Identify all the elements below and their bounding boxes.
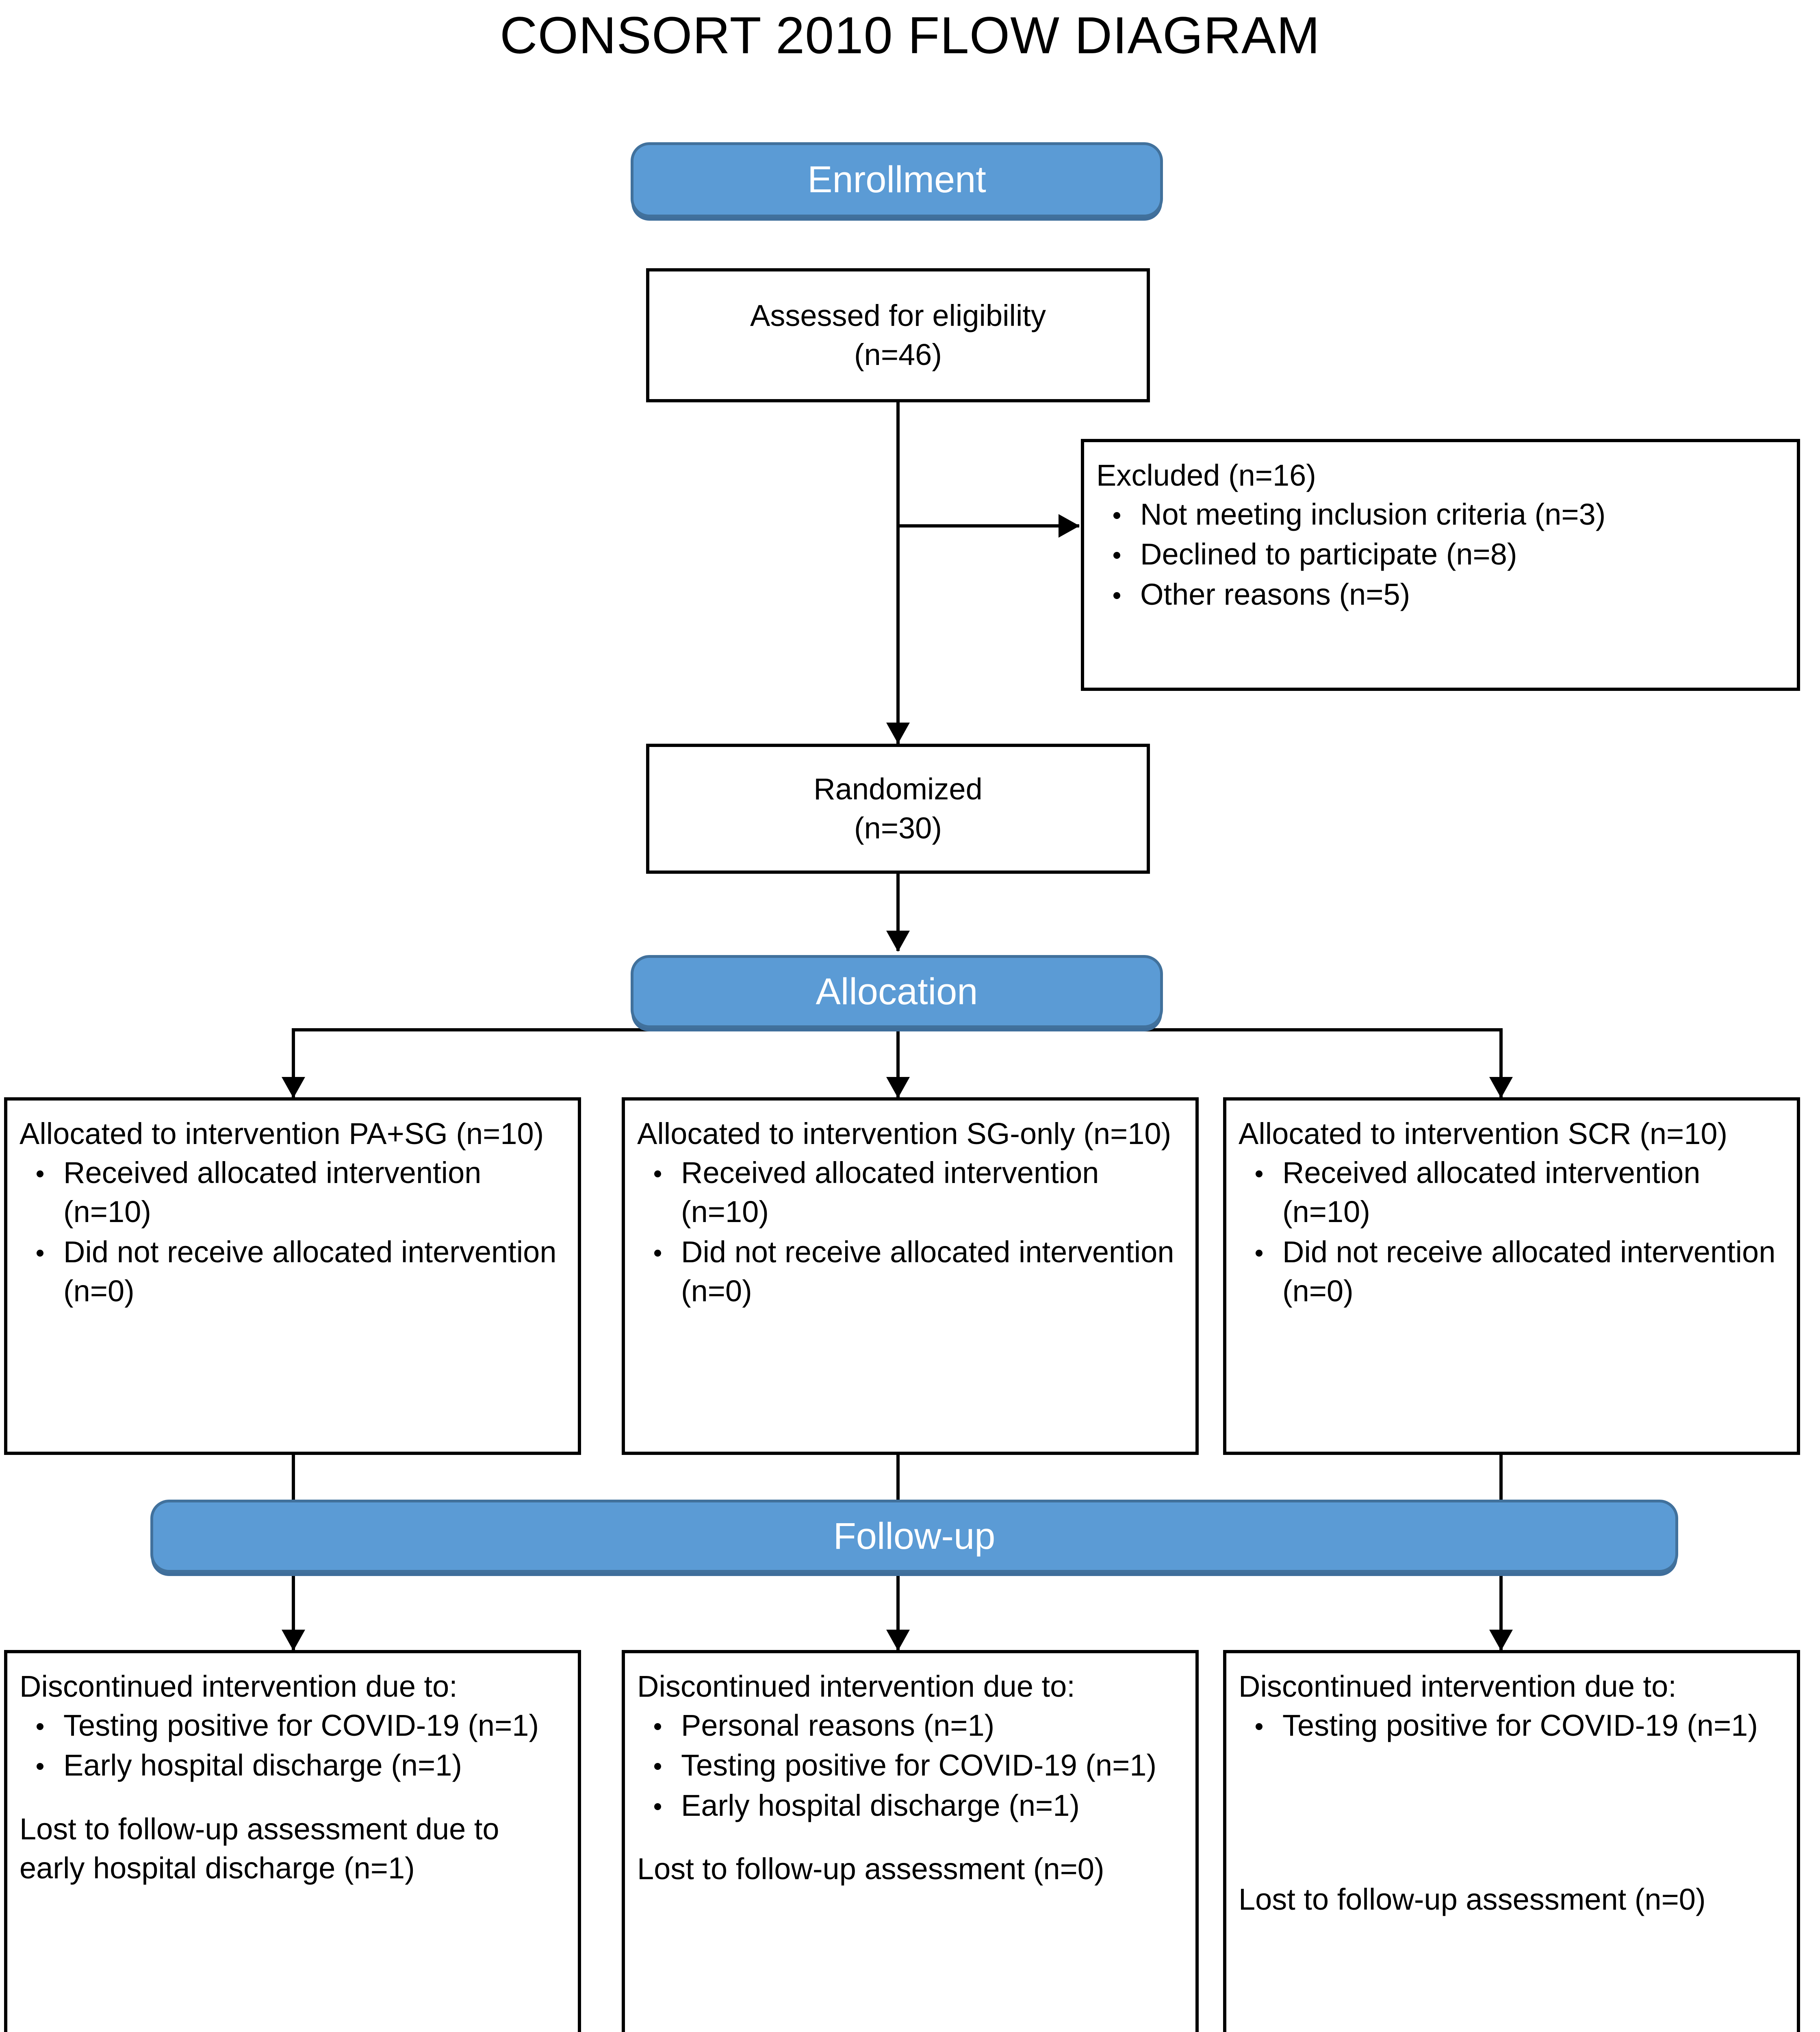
arrow-followup-right (1489, 1630, 1513, 1651)
arrow-assessed-to-excluded (1059, 514, 1080, 538)
phase-label-enrollment: Enrollment (807, 159, 986, 200)
connector-followup-mid-drop (896, 1573, 900, 1650)
connector-allocation-mid-drop (896, 1028, 900, 1097)
randomized-line-1: Randomized (813, 772, 983, 806)
box-excluded: Excluded (n=16) Not meeting inclusion cr… (1081, 439, 1800, 691)
spacer (20, 1786, 567, 1810)
list-item: Early hospital discharge (n=1) (654, 1786, 1185, 1825)
arrow-allocation-mid (886, 1077, 910, 1098)
allocation-arm-3-list: Received allocated intervention (n=10) D… (1239, 1153, 1786, 1311)
list-item: Received allocated intervention (n=10) (654, 1153, 1185, 1231)
assessed-line-2: (n=46) (854, 338, 942, 371)
list-item: Testing positive for COVID-19 (n=1) (654, 1746, 1185, 1785)
box-followup-arm-3: Discontinued intervention due to: Testin… (1223, 1650, 1800, 2032)
followup-arm-3-heading: Discontinued intervention due to: (1239, 1669, 1677, 1703)
box-followup-arm-1: Discontinued intervention due to: Testin… (4, 1650, 581, 2032)
followup-arm-2-heading: Discontinued intervention due to: (637, 1669, 1075, 1703)
connector-followup-right-drop (1499, 1573, 1503, 1650)
box-followup-arm-2: Discontinued intervention due to: Person… (622, 1650, 1199, 2032)
assessed-line-1: Assessed for eligibility (750, 298, 1046, 332)
list-item: Other reasons (n=5) (1113, 575, 1786, 614)
followup-arm-1-lost: Lost to follow-up assessment due to earl… (20, 1812, 499, 1885)
page-title: CONSORT 2010 FLOW DIAGRAM (500, 7, 1320, 65)
box-allocation-arm-2: Allocated to intervention SG-only (n=10)… (622, 1097, 1199, 1455)
connector-followup-left-drop (292, 1573, 295, 1650)
allocation-arm-1-list: Received allocated intervention (n=10) D… (20, 1153, 567, 1311)
list-item: Did not receive allocated intervention (… (37, 1233, 567, 1311)
connector-randomized-to-allocation (896, 874, 900, 951)
box-randomized: Randomized (n=30) (646, 744, 1150, 874)
connector-allocation-left-drop (292, 1028, 295, 1097)
excluded-reason-list: Not meeting inclusion criteria (n=3) Dec… (1096, 495, 1786, 614)
connector-allocation-right-drop (1499, 1028, 1503, 1097)
arrow-assessed-to-randomized (886, 723, 910, 744)
list-item: Not meeting inclusion criteria (n=3) (1113, 495, 1786, 534)
box-allocation-arm-3: Allocated to intervention SCR (n=10) Rec… (1223, 1097, 1800, 1455)
phase-label-followup: Follow-up (833, 1515, 996, 1557)
spacer (1239, 1746, 1786, 1880)
arrow-followup-left (282, 1630, 305, 1651)
followup-arm-3-lost: Lost to follow-up assessment (n=0) (1239, 1882, 1706, 1917)
phase-bar-enrollment: Enrollment (631, 142, 1163, 217)
list-item: Received allocated intervention (n=10) (37, 1153, 567, 1231)
arrow-randomized-to-allocation (886, 931, 910, 952)
followup-arm-2-lost: Lost to follow-up assessment (n=0) (637, 1852, 1104, 1886)
randomized-line-2: (n=30) (854, 811, 942, 845)
list-item: Declined to participate (n=8) (1113, 535, 1786, 574)
allocation-arm-2-list: Received allocated intervention (n=10) D… (637, 1153, 1185, 1311)
followup-arm-1-heading: Discontinued intervention due to: (20, 1669, 458, 1703)
connector-arm2-to-followup (896, 1455, 900, 1500)
list-item: Did not receive allocated intervention (… (654, 1233, 1185, 1311)
allocation-arm-3-heading: Allocated to intervention SCR (n=10) (1239, 1117, 1728, 1151)
box-allocation-arm-1: Allocated to intervention PA+SG (n=10) R… (4, 1097, 581, 1455)
spacer (637, 1826, 1185, 1850)
phase-label-allocation: Allocation (816, 970, 978, 1012)
allocation-arm-2-heading: Allocated to intervention SG-only (n=10) (637, 1117, 1171, 1151)
box-assessed-for-eligibility: Assessed for eligibility (n=46) (646, 268, 1150, 402)
list-item: Testing positive for COVID-19 (n=1) (37, 1706, 567, 1745)
list-item: Personal reasons (n=1) (654, 1706, 1185, 1745)
connector-arm3-to-followup (1499, 1455, 1503, 1500)
list-item: Did not receive allocated intervention (… (1256, 1233, 1786, 1311)
followup-arm-3-list: Testing positive for COVID-19 (n=1) (1239, 1706, 1786, 1745)
arrow-followup-mid (886, 1630, 910, 1651)
phase-bar-followup: Follow-up (150, 1500, 1678, 1573)
followup-arm-2-list: Personal reasons (n=1) Testing positive … (637, 1706, 1185, 1825)
list-item: Testing positive for COVID-19 (n=1) (1256, 1706, 1786, 1745)
arrow-allocation-right (1489, 1077, 1513, 1098)
connector-assessed-to-randomized (896, 402, 900, 744)
excluded-heading: Excluded (n=16) (1096, 458, 1316, 492)
arrow-allocation-left (282, 1077, 305, 1098)
allocation-arm-1-heading: Allocated to intervention PA+SG (n=10) (20, 1117, 544, 1151)
list-item: Early hospital discharge (n=1) (37, 1746, 567, 1785)
phase-bar-allocation: Allocation (631, 955, 1163, 1028)
connector-assessed-to-excluded (896, 524, 1079, 528)
followup-arm-1-list: Testing positive for COVID-19 (n=1) Earl… (20, 1706, 567, 1785)
connector-arm1-to-followup (292, 1455, 295, 1500)
list-item: Received allocated intervention (n=10) (1256, 1153, 1786, 1231)
